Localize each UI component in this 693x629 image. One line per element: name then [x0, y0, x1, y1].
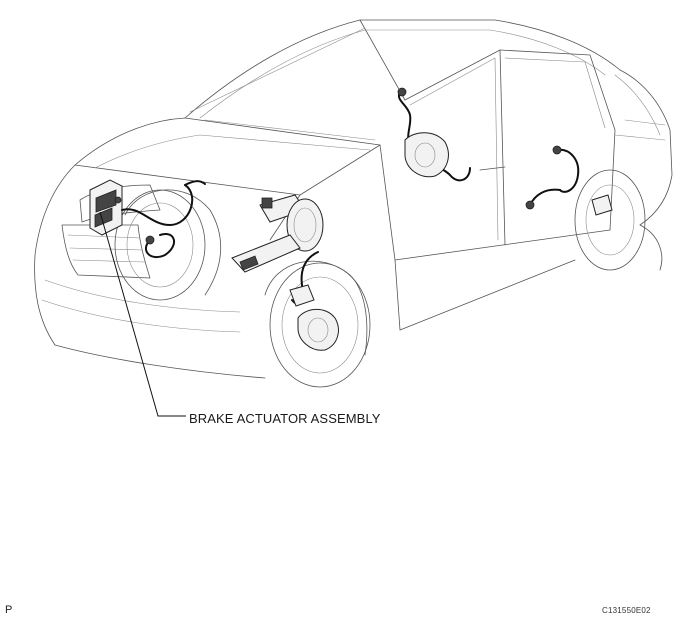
car-body-outline [34, 19, 673, 388]
figure-code: C131550E02 [602, 606, 651, 615]
brake-actuator-callout-label: BRAKE ACTUATOR ASSEMBLY [189, 411, 381, 426]
corner-mark: P [5, 604, 13, 616]
callout-leader-line [99, 211, 186, 417]
brake-actuator-assembly-part [89, 179, 206, 236]
front-right-speed-sensor-harness [289, 251, 339, 351]
rear-left-speed-sensor-harness [397, 87, 471, 182]
brake-master-cylinder-part [231, 194, 324, 273]
rear-right-speed-sensor-harness [525, 145, 613, 216]
front-left-speed-sensor-harness [145, 233, 175, 259]
